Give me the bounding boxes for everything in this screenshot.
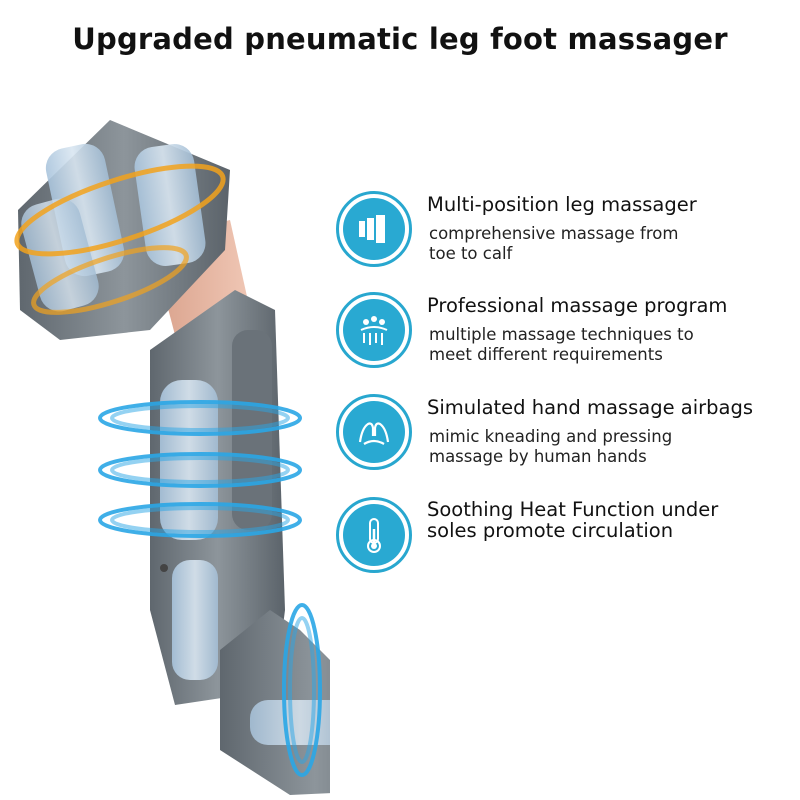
feature-heading: Multi-position leg massager xyxy=(427,193,697,216)
feature-heading: Soothing Heat Function under soles promo… xyxy=(427,498,719,542)
feature-massage-program: Professional massage program multiple ma… xyxy=(336,292,796,372)
feature-hand-airbags: Simulated hand massage airbags mimic kne… xyxy=(336,394,796,474)
feature-heat-function: Soothing Heat Function under soles promo… xyxy=(336,497,796,577)
feature-badge xyxy=(336,394,412,470)
airflow-rings-calf xyxy=(98,400,302,538)
feature-description: multiple massage techniques to meet diff… xyxy=(429,325,694,364)
thermometer-icon xyxy=(367,518,381,553)
airbag-layers-icon xyxy=(359,215,385,243)
heat-ring-orange xyxy=(14,163,226,315)
page-title: Upgraded pneumatic leg foot massager xyxy=(72,22,728,56)
feature-badge xyxy=(336,292,412,368)
airflow-rings-foot xyxy=(282,603,322,777)
feature-description: mimic kneading and pressing massage by h… xyxy=(429,427,673,466)
feature-badge xyxy=(336,191,412,267)
leg-massager-illustration xyxy=(14,120,330,795)
massage-program-icon xyxy=(360,316,388,345)
feature-heading: Simulated hand massage airbags xyxy=(427,396,754,419)
feature-heading: Professional massage program xyxy=(427,294,728,317)
feature-description: comprehensive massage from toe to calf xyxy=(429,224,679,263)
feature-multi-position: Multi-position leg massager comprehensiv… xyxy=(336,191,796,271)
feature-badge xyxy=(336,497,412,573)
hand-massage-icon xyxy=(358,422,390,445)
